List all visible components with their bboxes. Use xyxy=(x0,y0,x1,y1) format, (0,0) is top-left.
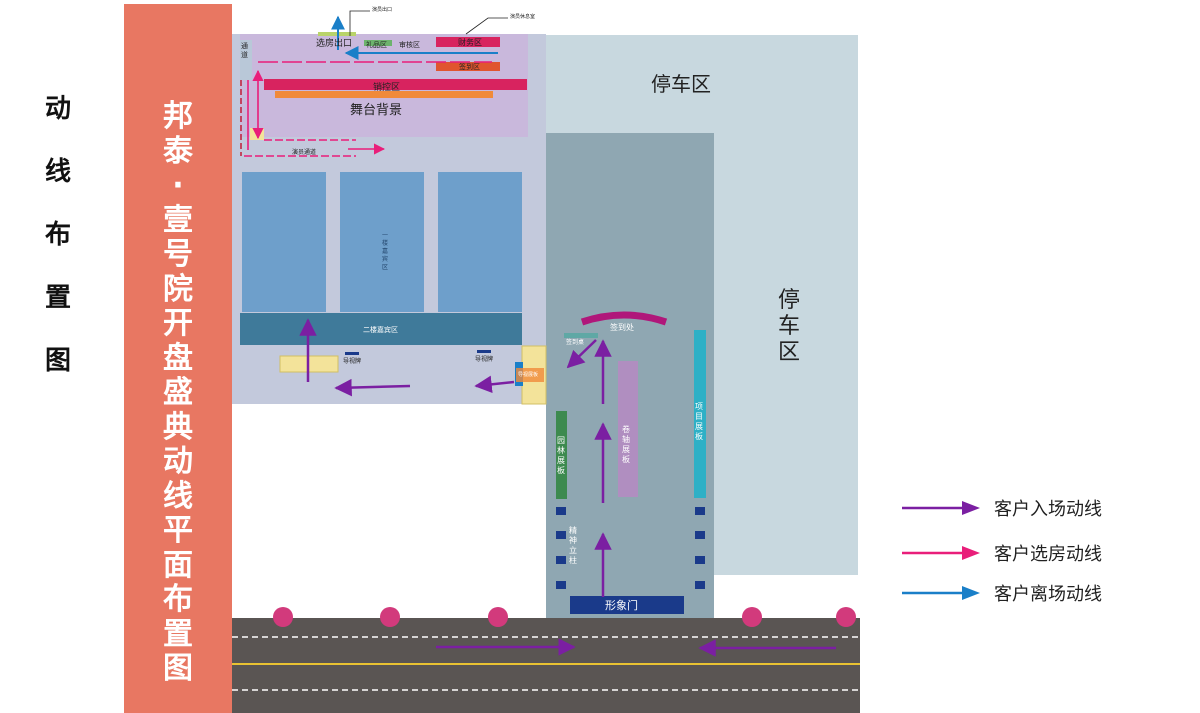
legend-arrow-selection xyxy=(902,546,980,560)
selection-routes xyxy=(244,61,492,157)
banner-char: 图 xyxy=(163,651,193,686)
finance-bar xyxy=(436,37,500,47)
parking-char: 区 xyxy=(778,340,801,365)
sign-in-label: 签到处 xyxy=(610,323,634,332)
spirit-pillar-label: 精神立柱 xyxy=(569,526,577,565)
legend-label: 客户选房动线 xyxy=(994,544,1102,565)
parking-label-right: 停 车 区 xyxy=(778,288,800,366)
stair-mark xyxy=(250,128,264,140)
image-gate-label: 形象门 xyxy=(605,599,638,612)
exit-routes xyxy=(331,15,498,60)
road xyxy=(232,618,860,713)
banner-char: 面 xyxy=(163,547,193,583)
banner-char: 泰 xyxy=(163,133,193,169)
ticket-bar xyxy=(436,62,500,71)
side-title-char: 线 xyxy=(44,157,71,187)
passage-pillars xyxy=(556,507,705,589)
legend-entry: 客户入场动线 xyxy=(902,495,1102,521)
guide-board-mark xyxy=(516,368,544,382)
side-title: 动 线 布 置 图 xyxy=(40,88,76,377)
side-title-char: 图 xyxy=(44,346,71,376)
performer-lounge-label: 演员休息室 xyxy=(510,14,536,20)
vip-block-3 xyxy=(438,172,522,312)
gift-area-label: 礼品区 xyxy=(366,41,387,49)
vip-first-label: 一楼嘉宾区 xyxy=(382,232,389,271)
banner-char: · xyxy=(172,168,184,203)
sign-in-desk xyxy=(564,333,598,338)
vip-block-2 xyxy=(340,172,424,312)
legend-label: 客户离场动线 xyxy=(994,584,1102,605)
stage-background-label: 舞台背景 xyxy=(350,103,403,118)
sales-control-label: 销控区 xyxy=(373,83,401,93)
garden-board-bar xyxy=(556,411,567,499)
image-gate-bar xyxy=(570,596,684,614)
banner-char: 开 xyxy=(163,306,193,341)
banner-char: 号 xyxy=(163,237,193,272)
vip-block-1 xyxy=(242,172,326,312)
guide-sign-mark xyxy=(477,350,491,353)
project-board-bar xyxy=(694,330,706,498)
legend-label: 客户入场动线 xyxy=(994,499,1102,520)
legend-exit: 客户离场动线 xyxy=(902,580,1102,606)
banner-char: 邦 xyxy=(163,99,193,134)
audit-area-label: 审核区 xyxy=(399,41,420,49)
scroll-board-bar xyxy=(618,361,638,497)
stage-edge xyxy=(275,91,493,98)
title-banner: 邦 泰 · 壹 号 院 开 盘 盛 典 动 线 平 面 布 置 图 xyxy=(124,4,232,713)
street-trees xyxy=(273,607,856,627)
performer-exit-label: 演员出口 xyxy=(372,7,393,13)
ticket-area-label: 签到区 xyxy=(459,63,480,71)
entry-routes xyxy=(299,318,836,657)
sign-in-arc xyxy=(580,311,668,326)
side-title-char: 动 xyxy=(44,94,71,124)
callout-lines xyxy=(349,10,508,36)
guide-sign-mark xyxy=(345,352,359,355)
banner-char: 盛 xyxy=(163,375,193,410)
side-title-char: 布 xyxy=(44,220,71,250)
banner-char: 盘 xyxy=(163,340,193,376)
scroll-board-label: 卷轴展板 xyxy=(622,425,630,464)
banner-char: 典 xyxy=(163,409,193,445)
banner-char: 布 xyxy=(163,582,193,617)
parking-char: 车 xyxy=(778,314,801,339)
guide-sign-label-1: 导视牌 xyxy=(343,358,362,365)
garden-board-label: 园林展板 xyxy=(557,436,565,475)
sign-in-desk-label: 签到桌 xyxy=(566,339,585,346)
parking-char: 停 xyxy=(778,288,801,313)
guide-sign-label-2: 导视牌 xyxy=(475,356,494,363)
select-exit-label: 选房出口 xyxy=(316,39,353,49)
banner-char: 壹 xyxy=(163,202,193,238)
banner-char: 平 xyxy=(163,513,193,548)
performer-path-label: 演员通道 xyxy=(292,149,317,156)
gift-bar xyxy=(364,40,392,46)
legend-arrow-entry xyxy=(902,501,980,515)
banner-char: 置 xyxy=(163,616,193,652)
side-title-char: 置 xyxy=(44,283,71,313)
left-corridor-label: 通道 xyxy=(241,42,248,59)
vip-second-floor-bar xyxy=(240,313,522,345)
banner-char: 动 xyxy=(163,444,193,479)
legend-arrow-exit xyxy=(902,586,980,600)
sales-control-bar xyxy=(264,79,527,90)
banner-title: 邦 泰 · 壹 号 院 开 盘 盛 典 动 线 平 面 布 置 图 xyxy=(124,99,232,687)
corridor-bar xyxy=(240,40,252,80)
banner-char: 院 xyxy=(163,271,193,307)
finance-area-label: 财务区 xyxy=(458,38,482,47)
parking-label-top: 停车区 xyxy=(651,72,711,96)
legend-selection: 客户选房动线 xyxy=(902,540,1102,566)
banner-char: 线 xyxy=(163,478,193,514)
project-board-label: 项目展板 xyxy=(695,402,703,441)
guide-board-label: 导视展板 xyxy=(518,372,539,378)
vip-second-label: 二楼嘉宾区 xyxy=(363,326,398,334)
